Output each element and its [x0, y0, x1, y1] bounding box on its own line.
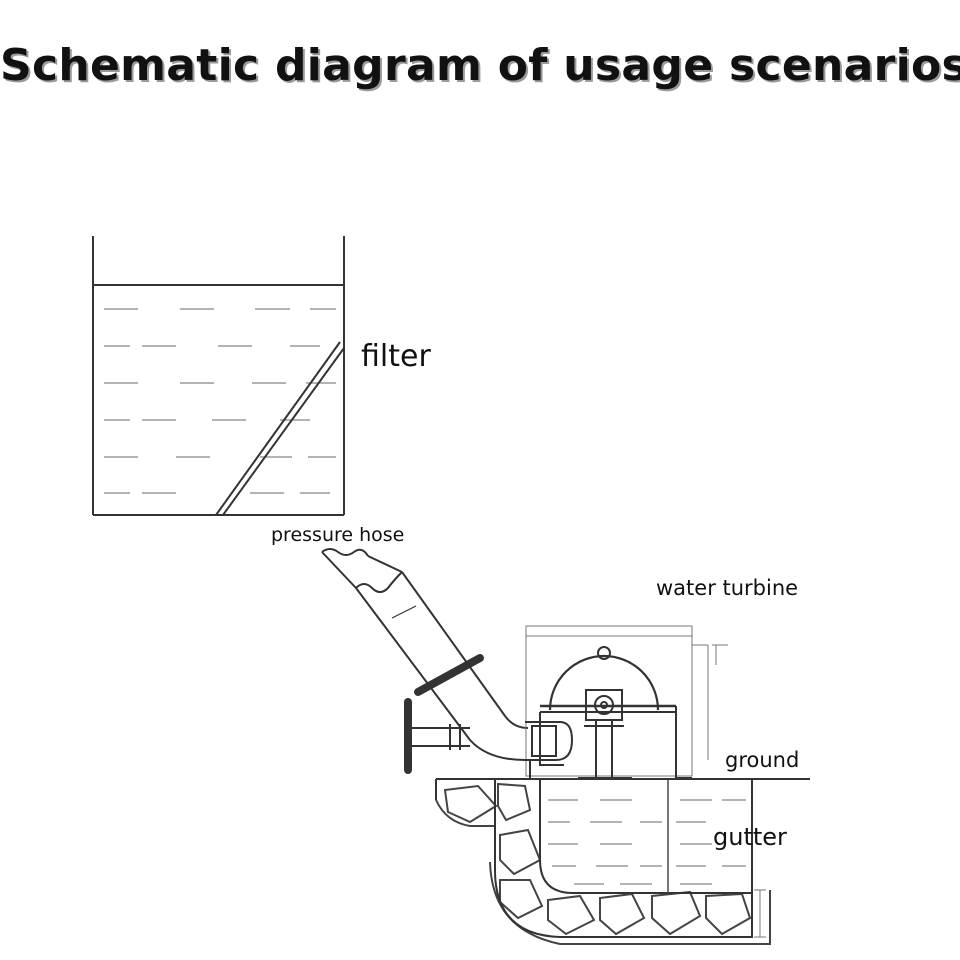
label-ground: ground [725, 748, 799, 772]
label-pressure-hose: pressure hose [271, 524, 404, 546]
page-title: Schematic diagram of usage scenarios [0, 40, 960, 91]
pressure-hose [321, 548, 529, 774]
label-filter: filter [361, 339, 431, 374]
label-gutter: gutter [713, 823, 787, 851]
dimension-lines [525, 625, 766, 938]
water-tank [92, 236, 345, 516]
ground-line [435, 778, 810, 800]
tank-water-lines [104, 308, 336, 494]
gutter-water-lines [548, 799, 746, 885]
gutter-channel [494, 780, 753, 938]
label-water-turbine: water turbine [656, 576, 798, 600]
filter-screen [215, 341, 345, 516]
stone-masonry [435, 782, 771, 945]
water-turbine [525, 625, 766, 938]
